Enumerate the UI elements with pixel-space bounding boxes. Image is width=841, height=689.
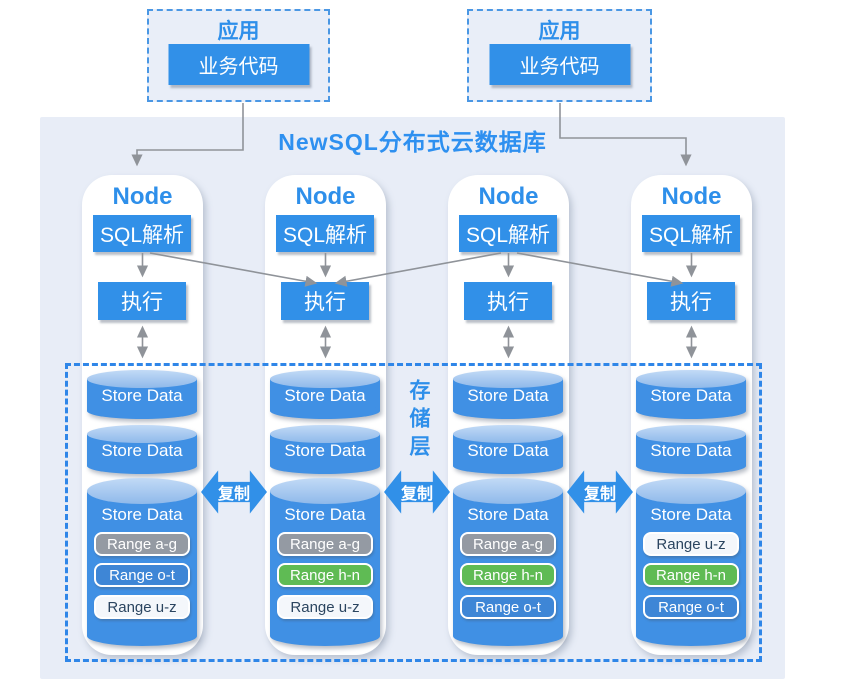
store-data-main-cylinder: Store Data Range a-g Range o-t Range u-z	[87, 478, 197, 646]
node-title: Node	[295, 183, 356, 210]
store-data-cylinder: Store Data	[270, 425, 380, 474]
sql-parse-box: SQL解析	[459, 215, 557, 252]
app-box-2: 应用 业务代码	[467, 9, 652, 102]
diagram-title: NewSQL分布式云数据库	[278, 129, 547, 155]
cylinder-bottom	[87, 403, 197, 419]
cylinder-bottom	[453, 403, 563, 419]
sql1-to-exec2-diagonal	[149, 252, 318, 287]
store-data-label: Store Data	[467, 386, 549, 405]
range-pill: Range u-z	[643, 532, 739, 556]
store-data-cylinder: Store Data	[636, 425, 746, 474]
store-data-cylinder: Store Data	[636, 370, 746, 419]
range-pill: Range a-g	[277, 532, 373, 556]
execute-box: 执行	[647, 282, 735, 320]
range-pill: Range o-t	[94, 563, 190, 587]
sql3-to-exec4-diagonal	[516, 252, 684, 287]
store-data-cylinder: Store Data	[87, 425, 197, 474]
cylinder-bottom	[636, 626, 746, 646]
store-data-label: Store Data	[101, 386, 183, 405]
store-data-main-cylinder: Store Data Range u-z Range h-n Range o-t	[636, 478, 746, 646]
storage-layer-boundary	[65, 363, 762, 662]
app-label: 应用	[217, 20, 260, 43]
execute-box: 执行	[464, 282, 552, 320]
cylinder-top	[636, 478, 746, 504]
cylinder-bottom	[87, 626, 197, 646]
sql3-to-exec2-diagonal	[334, 252, 502, 287]
store-data-cylinder: Store Data	[87, 370, 197, 419]
cylinder-top	[270, 370, 380, 388]
store-data-label: Store Data	[467, 441, 549, 460]
range-pill: Range a-g	[94, 532, 190, 556]
store-data-label: Store Data	[650, 386, 732, 405]
business-code-box: 业务代码	[489, 44, 630, 85]
cylinder-top	[87, 425, 197, 443]
store-data-label: Store Data	[650, 505, 732, 524]
range-pill: Range u-z	[277, 595, 373, 619]
range-pill: Range h-n	[460, 563, 556, 587]
range-pill: Range h-n	[277, 563, 373, 587]
store-data-cylinder: Store Data	[453, 370, 563, 419]
node-card-4: Node SQL解析 执行 Store Data Store Data Stor…	[631, 175, 752, 655]
app-box-1: 应用 业务代码	[147, 9, 330, 102]
cylinder-bottom	[453, 626, 563, 646]
node-title: Node	[661, 183, 722, 210]
store-data-label: Store Data	[467, 505, 549, 524]
cylinder-top	[453, 425, 563, 443]
store-data-label: Store Data	[284, 441, 366, 460]
cylinder-top	[636, 425, 746, 443]
cylinder-bottom	[636, 458, 746, 474]
cylinder-top	[453, 478, 563, 504]
node-title: Node	[112, 183, 173, 210]
store-data-main-cylinder: Store Data Range a-g Range h-n Range u-z	[270, 478, 380, 646]
range-pill: Range a-g	[460, 532, 556, 556]
cylinder-bottom	[453, 458, 563, 474]
cylinder-bottom	[87, 458, 197, 474]
store-data-label: Store Data	[101, 505, 183, 524]
storage-layer-label: 存储层	[407, 379, 430, 463]
range-pill: Range o-t	[643, 595, 739, 619]
cylinder-top	[453, 370, 563, 388]
cylinder-top	[270, 425, 380, 443]
sql-parse-box: SQL解析	[93, 215, 191, 252]
execute-box: 执行	[281, 282, 369, 320]
cylinder-top	[270, 478, 380, 504]
store-data-cylinder: Store Data	[270, 370, 380, 419]
cylinder-bottom	[270, 458, 380, 474]
store-data-label: Store Data	[284, 505, 366, 524]
execute-box: 执行	[98, 282, 186, 320]
business-code-box: 业务代码	[168, 44, 309, 85]
node-card-1: Node SQL解析 执行 Store Data Store Data Stor…	[82, 175, 203, 655]
cylinder-bottom	[270, 403, 380, 419]
sql-parse-box: SQL解析	[276, 215, 374, 252]
cylinder-top	[87, 370, 197, 388]
range-pill: Range u-z	[94, 595, 190, 619]
store-data-cylinder: Store Data	[453, 425, 563, 474]
cylinder-top	[87, 478, 197, 504]
node-title: Node	[478, 183, 539, 210]
store-data-label: Store Data	[650, 441, 732, 460]
app1-to-node1-line	[131, 103, 244, 167]
store-data-main-cylinder: Store Data Range a-g Range h-n Range o-t	[453, 478, 563, 646]
range-pill: Range h-n	[643, 563, 739, 587]
app-label: 应用	[538, 20, 581, 43]
app2-to-node4-line	[559, 103, 692, 167]
store-data-label: Store Data	[284, 386, 366, 405]
cylinder-top	[636, 370, 746, 388]
cylinder-bottom	[270, 626, 380, 646]
node-card-2: Node SQL解析 执行 Store Data Store Data Stor…	[265, 175, 386, 655]
cylinder-bottom	[636, 403, 746, 419]
store-data-label: Store Data	[101, 441, 183, 460]
range-pill: Range o-t	[460, 595, 556, 619]
sql-parse-box: SQL解析	[642, 215, 740, 252]
